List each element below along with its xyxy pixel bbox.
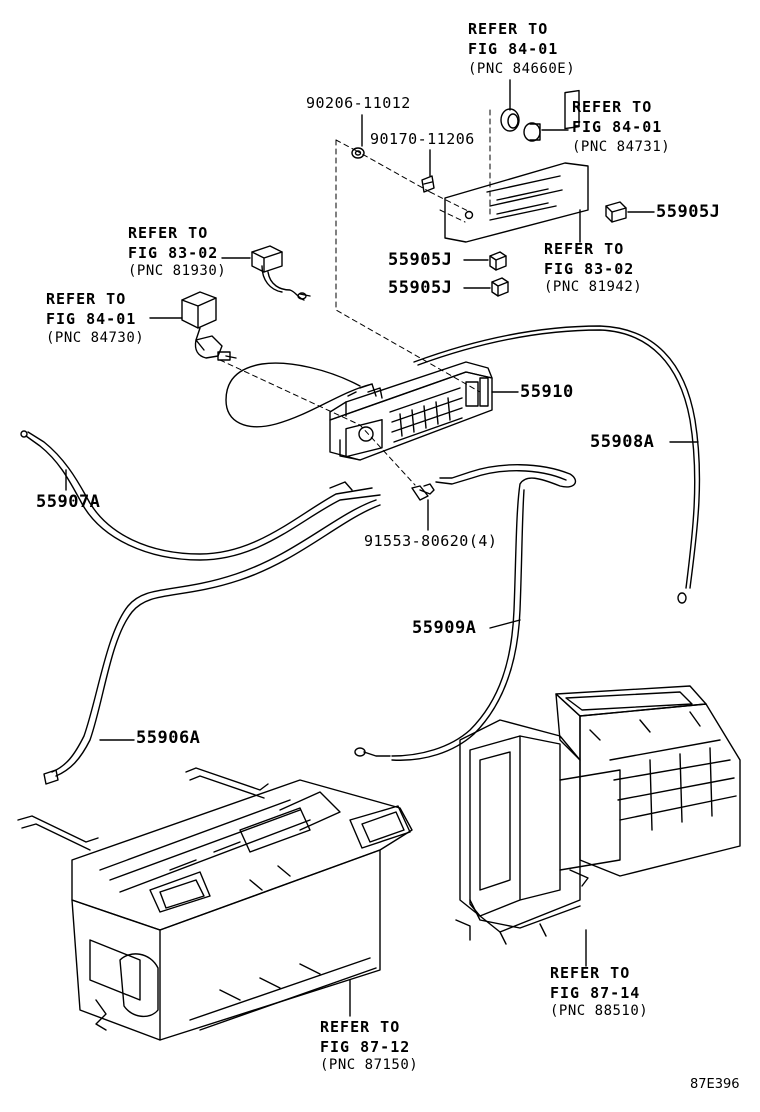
part-55907a: 55907A — [36, 492, 101, 512]
ref-81930-line2: FIG 83-02 — [128, 244, 219, 262]
heater-unit-88510 — [455, 685, 741, 945]
part-55909a: 55909A — [412, 618, 477, 638]
ref-88510-line1: REFER TO — [550, 964, 631, 982]
part-90170-11206: 90170-11206 — [370, 130, 475, 148]
part-55905j-a: 55905J — [656, 202, 721, 222]
switch-84730 — [181, 291, 237, 361]
cable-55909a — [354, 464, 577, 761]
ref-84730-pnc: (PNC 84730) — [46, 330, 145, 346]
washer-90206 — [351, 147, 365, 159]
ref-87150-pnc: (PNC 87150) — [320, 1057, 419, 1073]
cable-55908a — [225, 325, 701, 604]
knob-55905j-b — [489, 251, 507, 271]
knob-84660e — [500, 108, 520, 132]
ref-88510-line2: FIG 87-14 — [550, 984, 641, 1002]
part-55910: 55910 — [520, 382, 574, 402]
ref-84730-line2: FIG 84-01 — [46, 310, 137, 328]
cable-55906a — [43, 499, 381, 785]
part-90206-11012: 90206-11012 — [306, 94, 411, 112]
part-91553-80620: 91553-80620(4) — [364, 532, 498, 550]
part-55905j-b: 55905J — [388, 250, 453, 270]
part-55905j-c: 55905J — [388, 278, 453, 298]
ref-84731-line2: FIG 84-01 — [572, 118, 663, 136]
ref-81942-pnc: (PNC 81942) — [544, 279, 643, 295]
ref-84660e-line1: REFER TO — [468, 20, 549, 38]
ref-84730-line1: REFER TO — [46, 290, 127, 308]
ref-81942-line1: REFER TO — [544, 240, 625, 258]
knob-55905j-c — [491, 277, 509, 297]
ref-88510-pnc: (PNC 88510) — [550, 1003, 649, 1019]
ref-81930-pnc: (PNC 81930) — [128, 263, 227, 279]
heater-unit-87150 — [17, 767, 413, 1041]
knob-55905j-a — [605, 201, 627, 223]
ref-84660e-line2: FIG 84-01 — [468, 40, 559, 58]
screw-91553 — [411, 483, 435, 501]
ref-84731-line1: REFER TO — [572, 98, 653, 116]
ref-81942-line2: FIG 83-02 — [544, 260, 635, 278]
part-55908a: 55908A — [590, 432, 655, 452]
leader-55909a — [489, 619, 521, 629]
part-55906a: 55906A — [136, 728, 201, 748]
ref-84660e-pnc: (PNC 84660E) — [468, 61, 576, 77]
control-faceplate — [444, 89, 589, 243]
ref-84731-pnc: (PNC 84731) — [572, 139, 671, 155]
figure-code: 87E396 — [690, 1077, 740, 1092]
ref-87150-line2: FIG 87-12 — [320, 1038, 411, 1056]
connector-81930 — [251, 245, 311, 301]
clip-90170 — [421, 175, 435, 193]
knob-84731 — [523, 122, 541, 142]
ref-81930-line1: REFER TO — [128, 224, 209, 242]
control-head-55910 — [329, 361, 493, 461]
ref-87150-line1: REFER TO — [320, 1018, 401, 1036]
